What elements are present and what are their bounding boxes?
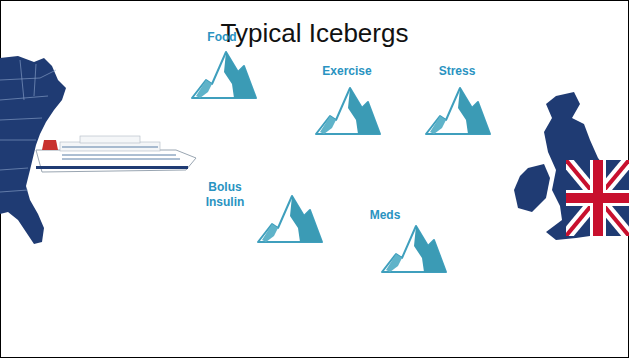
iceberg-label: Meds (360, 208, 410, 223)
us-map (0, 56, 66, 244)
iceberg-label: Stress (422, 64, 492, 79)
iceberg-shape (316, 86, 380, 136)
iceberg-node: Bolus Insulin (198, 180, 326, 250)
iceberg-label: Food (186, 30, 258, 45)
iceberg-shape (426, 86, 490, 136)
iceberg-node: Exercise (312, 64, 382, 144)
iceberg-label: Bolus Insulin (198, 180, 252, 210)
iceberg-node: Meds (360, 208, 450, 274)
cruise-ship (36, 136, 196, 172)
iceberg-shape (382, 224, 446, 274)
iceberg-shape (258, 194, 322, 244)
union-jack-flag (566, 160, 629, 236)
iceberg-node: Stress (422, 64, 492, 144)
iceberg-shape (192, 50, 256, 100)
iceberg-label: Exercise (312, 64, 382, 79)
iceberg-node: Food (186, 30, 258, 100)
slide-title: Typical Icebergs (0, 18, 629, 49)
